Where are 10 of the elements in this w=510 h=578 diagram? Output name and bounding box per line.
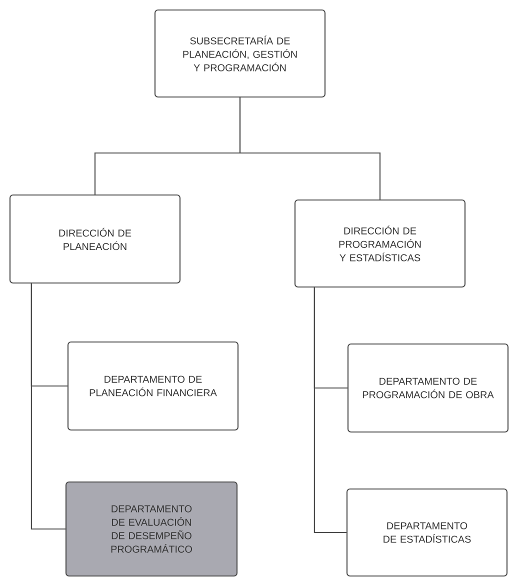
org-box: DIRECCIÓN DE PROGRAMACIÓN Y ESTADÍSTICAS [294, 199, 466, 288]
org-box: DEPARTAMENTO DE ESTADÍSTICAS [346, 488, 508, 577]
connector-line [30, 284, 66, 530]
org-box: DEPARTAMENTO DE EVALUACIÓN DE DESEMPEÑO PROGRAMÁTICO [65, 481, 238, 577]
org-box: DEPARTAMENTO DE PROGRAMACIÓN DE OBRA [347, 343, 509, 433]
org-box: DEPARTAMENTO DE PLANEACIÓN FINANCIERA [67, 341, 239, 431]
org-box: DIRECCIÓN DE PLANEACIÓN [9, 194, 181, 284]
connector-line [239, 98, 381, 200]
org-box: SUBSECRETARÍA DE PLANEACIÓN, GESTIÓN Y PROGRAMACIÓN [154, 9, 326, 98]
connector-line [314, 288, 346, 534]
